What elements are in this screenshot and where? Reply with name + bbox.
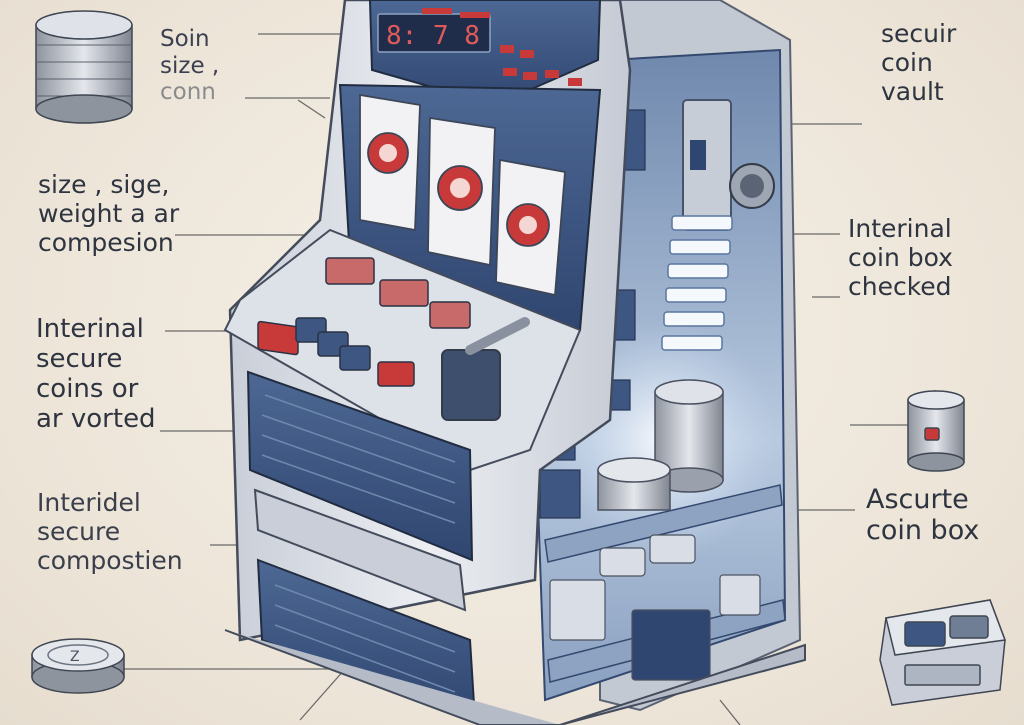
label-size-weight: size , sige, weight a ar compesion — [38, 170, 180, 257]
label-internal-secure-coins: Interinal secure coins or ar vorted — [36, 314, 156, 435]
label-coin-size: Soin size , conn — [160, 26, 220, 106]
coin-icon: Z — [31, 638, 125, 694]
svg-text:Z: Z — [70, 649, 80, 665]
reels — [359, 93, 566, 297]
control-buttons — [257, 257, 471, 387]
label-internal-composition: Interidel secure compostien — [37, 488, 183, 575]
coin-box-icon — [879, 599, 1007, 706]
display-readout: 8: 7 8 — [386, 21, 480, 51]
coin-slots — [661, 215, 733, 351]
label-secure-coin-vault: secuir coin vault — [881, 19, 957, 106]
lever-handle — [441, 317, 530, 421]
coin-stack-icon — [597, 379, 724, 511]
coin-canister-icon — [907, 390, 965, 472]
coin-stack-icon — [35, 10, 133, 124]
label-secure-coin-box: Ascurte coin box — [866, 484, 980, 547]
label-internal-coin-box: Interinal coin box checked — [848, 214, 953, 301]
